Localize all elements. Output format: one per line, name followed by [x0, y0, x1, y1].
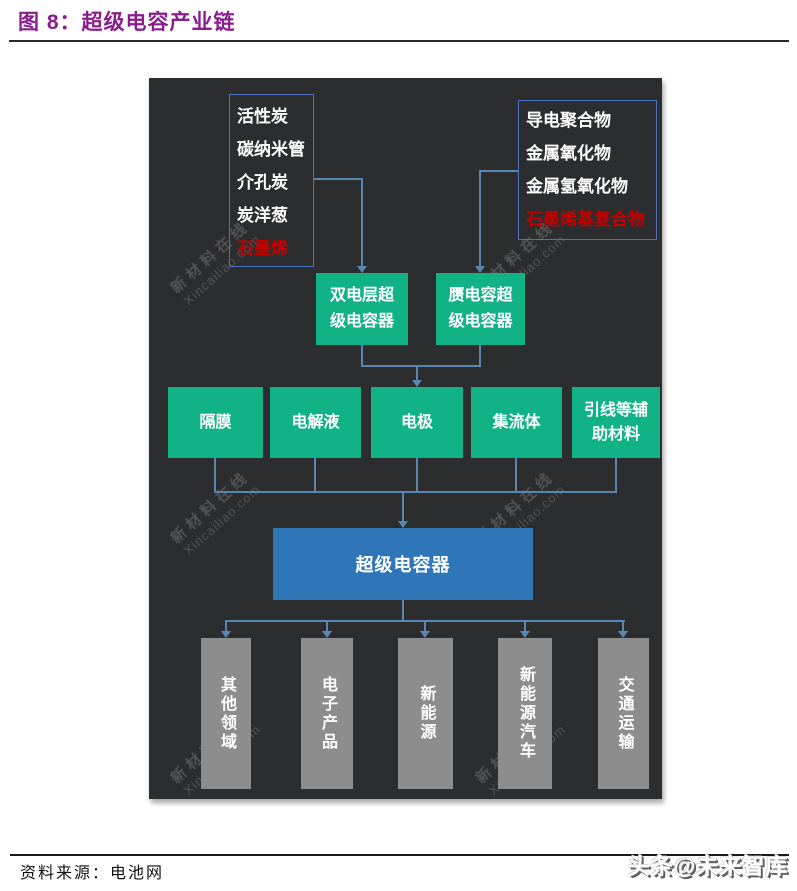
arrowhead-down [221, 631, 231, 638]
component-electrode-box: 电极 [371, 387, 463, 458]
connector-line [402, 600, 404, 622]
supercapacitor-product-box: 超级电容器 [273, 528, 533, 600]
material-item: 活性炭 [237, 107, 288, 126]
material-item: 碳纳米管 [237, 140, 305, 159]
connector-line [361, 178, 363, 266]
connector-line [361, 345, 363, 367]
application-label: 新能源汽车 [517, 666, 534, 761]
arrowhead-down [398, 521, 408, 528]
connector-line [524, 620, 526, 631]
arrowhead-down [412, 380, 422, 387]
application-new-energy-box: 新能源 [398, 638, 453, 789]
arrowhead-down [420, 631, 430, 638]
pseudocapacitive-materials-box: 导电聚合物 金属氧化物 金属氢氧化物 石墨烯基复合物 [518, 100, 657, 240]
component-label: 隔膜 [199, 413, 232, 431]
component-label: 引线等辅 [583, 401, 648, 419]
connector-line [481, 170, 518, 172]
connector-line [314, 458, 316, 493]
watermark-en: Xincailiao.com [459, 78, 595, 87]
data-source-label: 资料来源：电池网 [20, 865, 165, 882]
carbon-materials-box: 活性炭 碳纳米管 介孔炭 炭洋葱 石墨烯 [229, 94, 314, 267]
connector-line [361, 365, 481, 367]
material-item: 金属氢氧化物 [526, 177, 628, 196]
material-item: 炭洋葱 [237, 206, 288, 225]
component-current-collector-box: 集流体 [471, 387, 562, 458]
component-label: 助材料 [591, 425, 640, 443]
component-auxiliary-box: 引线等辅 助材料 [572, 387, 660, 458]
arrowhead-down [357, 266, 367, 273]
type-label-line: 赝电容超 [448, 287, 513, 304]
application-transportation-box: 交通运输 [598, 638, 649, 789]
component-separator-box: 隔膜 [168, 387, 263, 458]
connector-line [416, 365, 418, 380]
connector-line [326, 620, 328, 631]
application-nev-box: 新能源汽车 [498, 638, 552, 789]
connector-line [424, 620, 426, 631]
component-label: 电解液 [291, 413, 340, 431]
connector-line [479, 345, 481, 367]
application-other-fields-box: 其他领域 [201, 638, 251, 789]
arrowhead-down [322, 631, 332, 638]
material-item-highlighted: 石墨烯 [237, 239, 288, 258]
arrowhead-down [520, 631, 530, 638]
application-label: 新能源 [417, 685, 435, 742]
type-label-line: 级电容器 [329, 313, 394, 330]
type-label-line: 级电容器 [448, 313, 513, 330]
product-label: 超级电容器 [355, 555, 451, 575]
application-label: 交通运输 [615, 675, 633, 752]
connector-line [416, 458, 418, 493]
application-label: 电子产品 [319, 675, 336, 752]
connector-line [214, 458, 216, 493]
watermark-en: Xincailiao.com [154, 78, 290, 87]
arrowhead-down [618, 631, 628, 638]
material-item: 金属氧化物 [526, 144, 611, 163]
figure-title: 图 8：超级电容产业链 [18, 11, 236, 34]
material-item: 介孔炭 [237, 173, 288, 192]
connector-line [402, 491, 404, 521]
watermark-en: Xincailiao.com [180, 481, 264, 559]
application-electronics-box: 电子产品 [301, 638, 353, 789]
arrowhead-down [475, 266, 485, 273]
title-divider [9, 40, 789, 42]
type-label-line: 双电层超 [329, 287, 394, 304]
connector-line [479, 170, 481, 266]
component-label: 集流体 [492, 413, 541, 431]
connector-line [515, 458, 517, 493]
footer-divider [10, 854, 789, 856]
connector-line [225, 620, 227, 631]
toutiao-brand-watermark: 头条@未来智库 [628, 854, 789, 879]
pseudocapacitor-type-box: 赝电容超 级电容器 [436, 273, 525, 345]
connector-line [214, 491, 617, 493]
connector-line [615, 458, 617, 493]
connector-line [314, 178, 363, 180]
material-item: 导电聚合物 [526, 111, 611, 130]
material-item-highlighted: 石墨烯基复合物 [526, 210, 645, 229]
edlc-type-box: 双电层超 级电容器 [316, 273, 408, 345]
application-label: 其他领域 [218, 675, 235, 752]
connector-line [622, 620, 624, 631]
component-electrolyte-box: 电解液 [270, 387, 361, 458]
component-label: 电极 [400, 413, 433, 431]
